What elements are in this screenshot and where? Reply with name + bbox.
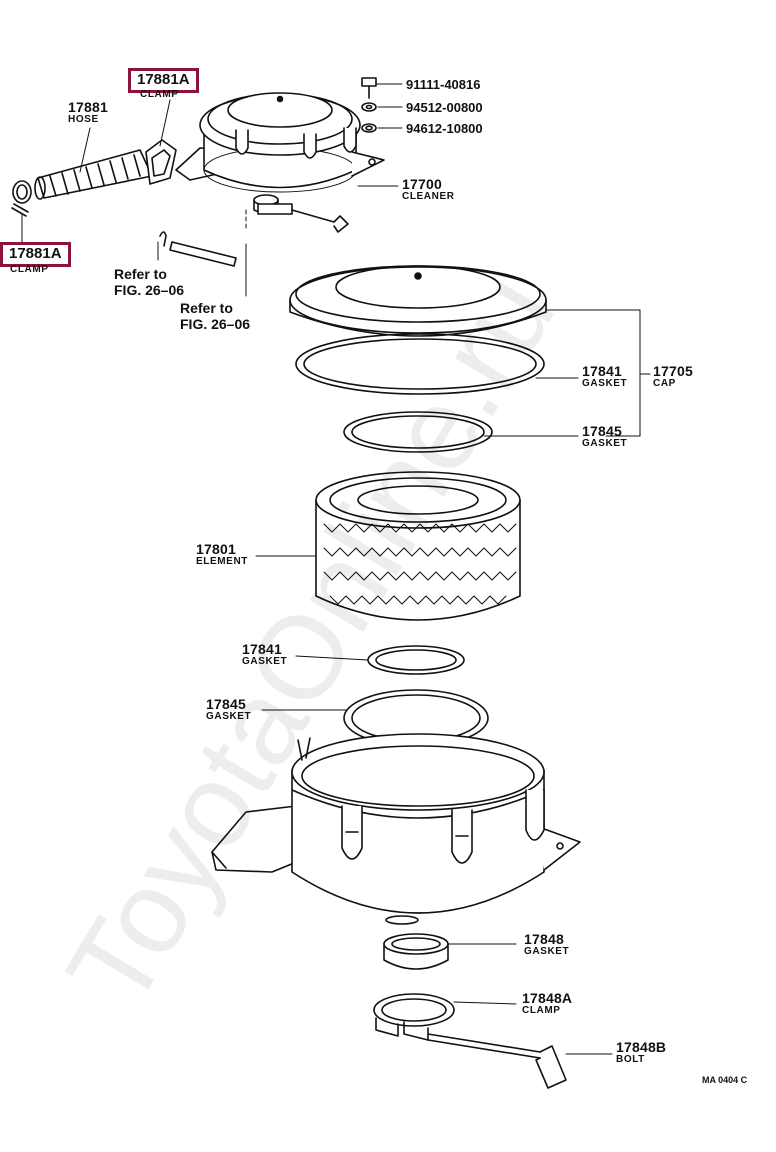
hose-icon: [34, 149, 153, 200]
drain-bolt-icon: [427, 1033, 567, 1089]
bolt-91111-part-number[interactable]: 91111-40816: [406, 77, 481, 92]
leader-lines: [21, 83, 651, 1055]
clamp-left-icon: [11, 180, 32, 217]
cap-part-name: CAP: [653, 378, 676, 389]
cap-gasket-17845-part-number[interactable]: 17845: [582, 423, 622, 439]
gasket-17848-label: 17848 GASKET: [524, 932, 569, 957]
cleaner-housing-icon: [211, 733, 581, 925]
hose-part-number[interactable]: 17881: [68, 99, 108, 115]
drain-clamp-icon: [373, 993, 455, 1041]
cap-17705-icon: [289, 265, 547, 337]
pin-and-rod-icon: [159, 203, 349, 267]
reference-2-line1: Refer to: [180, 300, 233, 316]
hose-part-name: HOSE: [68, 114, 99, 125]
drawing-code: MA 0404 C: [702, 1075, 748, 1085]
washer-94512-part-number[interactable]: 94512-00800: [406, 100, 483, 115]
cap-gasket-17845-part-name: GASKET: [582, 438, 628, 449]
cleaner-label: 17700 CLEANER: [402, 177, 455, 202]
cap-gasket-17841-label: 17841 GASKET: [582, 364, 627, 389]
hose-label: 17881 HOSE: [68, 100, 108, 125]
reference-2-link[interactable]: FIG. 26–06: [180, 316, 251, 333]
clamp-17848a-label: 17848A CLAMP: [522, 991, 572, 1016]
bolt-and-washers-icon: [361, 77, 377, 133]
cap-gasket-17845-icon: [343, 411, 493, 453]
bolt-17848b-label: 17848B BOLT: [616, 1040, 666, 1065]
washer-94612-part-number[interactable]: 94612-10800: [406, 121, 483, 136]
cap-gasket-17845-label: 17845 GASKET: [582, 424, 627, 449]
gasket-17845-part-name: GASKET: [206, 711, 252, 722]
clamp-top-part-name: CLAMP: [140, 89, 179, 100]
clamp-17848a-part-name: CLAMP: [522, 1005, 561, 1016]
cap-label: 17705 CAP: [653, 364, 693, 389]
clamp-left-part-number[interactable]: 17881A: [0, 242, 71, 267]
reference-note-1: Refer to FIG. 26–06: [114, 266, 184, 298]
clamp-left-part-name: CLAMP: [10, 264, 49, 275]
clamp-top-part-number[interactable]: 17881A: [128, 68, 199, 93]
cap-part-number[interactable]: 17705: [653, 363, 693, 379]
reference-1-link[interactable]: FIG. 26–06: [114, 282, 185, 299]
bolt-17848b-part-number[interactable]: 17848B: [616, 1039, 667, 1055]
cleaner-part-name: CLEANER: [402, 191, 455, 202]
element-part-name: ELEMENT: [196, 556, 248, 567]
bolt-17848b-part-name: BOLT: [616, 1054, 645, 1065]
gasket-17841-icon: [367, 645, 465, 675]
gasket-17845-part-number[interactable]: 17845: [206, 696, 246, 712]
reference-1-line1: Refer to: [114, 266, 167, 282]
cap-gasket-17841-icon: [295, 333, 545, 395]
gasket-17845-label: 17845 GASKET: [206, 697, 251, 722]
reference-note-2: Refer to FIG. 26–06: [180, 300, 250, 332]
element-part-number[interactable]: 17801: [196, 541, 236, 557]
element-label: 17801 ELEMENT: [196, 542, 248, 567]
small-air-cleaner-assembly-icon: [175, 92, 385, 214]
filter-element-icon: [315, 471, 521, 621]
gasket-17848-part-name: GASKET: [524, 946, 570, 957]
gasket-17848-part-number[interactable]: 17848: [524, 931, 564, 947]
clamp-17848a-part-number[interactable]: 17848A: [522, 990, 573, 1006]
cap-gasket-17841-part-number[interactable]: 17841: [582, 363, 622, 379]
clamp-top-icon: [145, 139, 177, 185]
drain-gasket-icon: [383, 933, 449, 970]
cleaner-part-number[interactable]: 17700: [402, 176, 442, 192]
gasket-17841-label: 17841 GASKET: [242, 642, 287, 667]
cap-gasket-17841-part-name: GASKET: [582, 378, 628, 389]
gasket-17841-part-number[interactable]: 17841: [242, 641, 282, 657]
gasket-17841-part-name: GASKET: [242, 656, 288, 667]
